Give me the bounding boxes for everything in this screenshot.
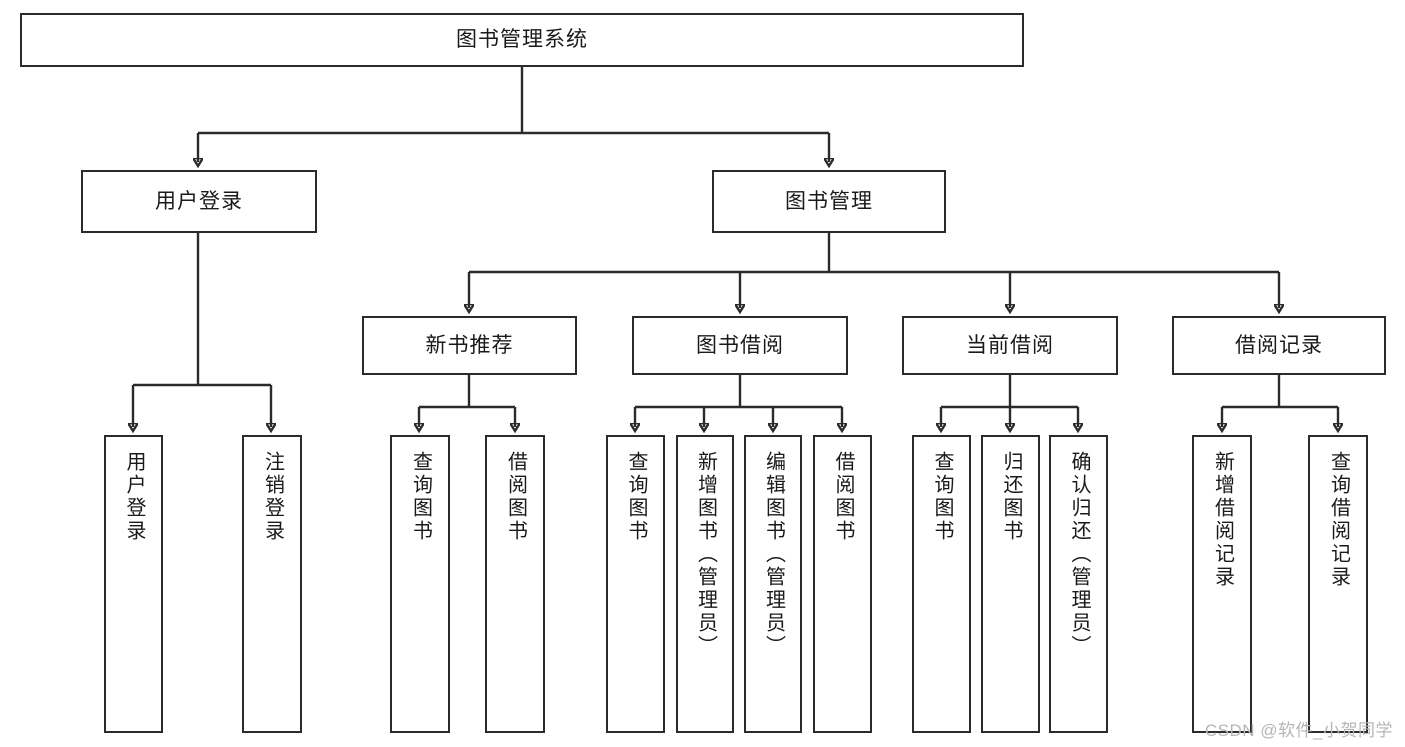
leaf-query-book-recommend-label: 查询图书	[409, 451, 432, 543]
leaf-logout[interactable]: 注销登录	[242, 435, 302, 733]
node-book-borrow-label: 图书借阅	[696, 333, 784, 357]
node-new-book-recommend-label: 新书推荐	[425, 333, 514, 357]
node-current-borrow-label: 当前借阅	[966, 333, 1054, 357]
node-user-login[interactable]: 用户登录	[81, 170, 317, 233]
leaf-borrow-book-recommend[interactable]: 借阅图书	[485, 435, 545, 733]
leaf-query-book-borrow[interactable]: 查询图书	[606, 435, 665, 733]
leaf-query-book-recommend[interactable]: 查询图书	[390, 435, 450, 733]
node-book-management-label: 图书管理	[785, 189, 873, 213]
node-root[interactable]: 图书管理系统	[20, 13, 1024, 67]
leaf-query-book-current[interactable]: 查询图书	[912, 435, 971, 733]
leaf-borrow-book-label: 借阅图书	[832, 451, 854, 543]
leaf-edit-book-admin-label: 编辑图书（管理员）	[762, 451, 785, 658]
leaf-logout-label: 注销登录	[261, 451, 284, 543]
node-borrow-record-label: 借阅记录	[1235, 333, 1323, 357]
node-new-book-recommend[interactable]: 新书推荐	[362, 316, 577, 375]
node-book-management[interactable]: 图书管理	[712, 170, 946, 233]
node-borrow-record[interactable]: 借阅记录	[1172, 316, 1386, 375]
node-current-borrow[interactable]: 当前借阅	[902, 316, 1118, 375]
leaf-return-book[interactable]: 归还图书	[981, 435, 1040, 733]
leaf-add-book-admin-label: 新增图书（管理员）	[694, 451, 717, 658]
leaf-add-borrow-record-label: 新增借阅记录	[1211, 451, 1234, 589]
node-root-label: 图书管理系统	[456, 28, 588, 52]
leaf-query-book-borrow-label: 查询图书	[625, 451, 647, 543]
leaf-add-borrow-record[interactable]: 新增借阅记录	[1192, 435, 1252, 733]
leaf-borrow-book-recommend-label: 借阅图书	[504, 451, 527, 543]
leaf-user-login-label: 用户登录	[123, 451, 145, 543]
leaf-add-book-admin[interactable]: 新增图书（管理员）	[676, 435, 734, 733]
leaf-confirm-return-admin[interactable]: 确认归还（管理员）	[1049, 435, 1108, 733]
node-user-login-label: 用户登录	[155, 189, 243, 213]
leaf-query-borrow-record[interactable]: 查询借阅记录	[1308, 435, 1368, 733]
leaf-query-book-current-label: 查询图书	[931, 451, 953, 543]
leaf-return-book-label: 归还图书	[1000, 451, 1022, 543]
leaf-query-borrow-record-label: 查询借阅记录	[1327, 451, 1350, 589]
node-book-borrow[interactable]: 图书借阅	[632, 316, 848, 375]
leaf-borrow-book[interactable]: 借阅图书	[813, 435, 872, 733]
leaf-user-login[interactable]: 用户登录	[104, 435, 163, 733]
watermark: CSDN @软件_小贺同学	[1204, 721, 1393, 740]
leaf-confirm-return-admin-label: 确认归还（管理员）	[1068, 451, 1090, 658]
leaf-edit-book-admin[interactable]: 编辑图书（管理员）	[744, 435, 802, 733]
